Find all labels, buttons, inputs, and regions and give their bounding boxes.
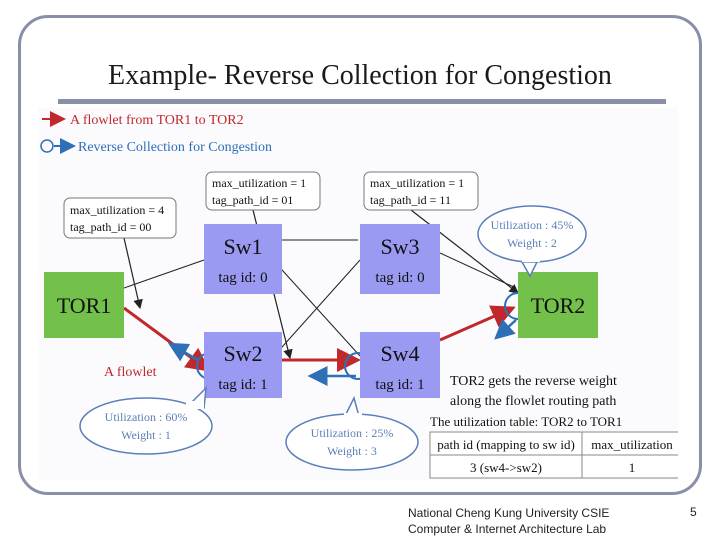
link-sw2-sw3 — [273, 259, 361, 357]
tor1-node — [44, 272, 124, 338]
sw1-info-box: max_utilization = 1 tag_path_id = 01 — [205, 171, 321, 211]
sw4-node: Sw4 tag id: 1 — [360, 332, 440, 398]
table-header-util: max_utilization — [591, 437, 673, 452]
sw4-bubble-line1: Utilization : 25% — [311, 426, 394, 440]
sw4-name: Sw4 — [380, 341, 419, 366]
tor2-node — [518, 272, 598, 338]
flowlet-label: A flowlet — [104, 365, 157, 380]
slide-title: Example- Reverse Collection for Congesti… — [108, 60, 612, 91]
sw3-box-line1: max_utilization = 1 — [370, 176, 464, 190]
sw3-box-line2: tag_path_id = 11 — [370, 193, 451, 207]
sw3-name: Sw3 — [380, 234, 419, 259]
sw2-tag: tag id: 1 — [218, 377, 267, 393]
tor2-bubble-line1: Utilization : 45% — [491, 218, 574, 232]
tor1-label: TOR1 — [57, 293, 112, 318]
tor1-box-line2: tag_path_id = 00 — [70, 220, 151, 234]
page-number: 5 — [690, 505, 697, 519]
note-line1: TOR2 gets the reverse weight — [450, 374, 617, 389]
tor1-box-line1: max_utilization = 4 — [70, 203, 164, 217]
sw2-node: Sw2 tag id: 1 — [204, 332, 282, 398]
footer-line2: Computer & Internet Architecture Lab — [408, 522, 607, 536]
title-underline — [58, 99, 666, 104]
legend-reverse-circle-icon — [40, 139, 54, 153]
pointer-tor1-box — [123, 237, 143, 310]
pointer-sw3-box — [410, 209, 519, 294]
sw2-util-bubble: Utilization : 60% Weight : 1 — [79, 385, 213, 455]
note-line2: along the flowlet routing path — [450, 394, 616, 409]
diagram: A flowlet from TOR1 to TOR2 Reverse Coll… — [38, 108, 683, 488]
utilization-table: path id (mapping to sw id) max_utilizati… — [429, 431, 683, 479]
legend-flowlet-label: A flowlet from TOR1 to TOR2 — [70, 113, 244, 128]
table-cell-util: 1 — [629, 460, 636, 475]
table-caption: The utilization table: TOR2 to TOR1 — [430, 414, 622, 429]
sw3-tag: tag id: 0 — [375, 270, 424, 286]
sw2-name: Sw2 — [223, 341, 262, 366]
sw1-box-line1: max_utilization = 1 — [212, 176, 306, 190]
footer-line1: National Cheng Kung University CSIE — [408, 506, 610, 520]
reverse-tor2 — [494, 318, 517, 340]
table-cell-path: 3 (sw4->sw2) — [470, 460, 542, 475]
flowlet-sw4-tor2 — [439, 305, 516, 342]
tor1-info-box: max_utilization = 4 tag_path_id = 00 — [63, 197, 177, 239]
flowlet-tor1-sw2 — [123, 306, 211, 372]
tor2-label: TOR2 — [531, 293, 586, 318]
link-tor1-sw1 — [123, 259, 205, 289]
sw2-bubble-line2: Weight : 1 — [121, 428, 171, 442]
tor2-bubble-line2: Weight : 2 — [507, 236, 557, 250]
sw4-bubble-line2: Weight : 3 — [327, 444, 377, 458]
tor2-util-bubble: Utilization : 45% Weight : 2 — [477, 205, 587, 278]
sw3-node: Sw3 tag id: 0 — [360, 224, 440, 294]
sw1-node: Sw1 tag id: 0 — [204, 224, 282, 294]
sw1-tag: tag id: 0 — [218, 270, 267, 286]
sw4-tag: tag id: 1 — [375, 377, 424, 393]
sw2-bubble-line1: Utilization : 60% — [105, 410, 188, 424]
sw4-util-bubble: Utilization : 25% Weight : 3 — [285, 395, 419, 471]
legend-reverse-label: Reverse Collection for Congestion — [78, 140, 272, 155]
reverse-sw2-tor1 — [167, 342, 199, 362]
sw1-name: Sw1 — [223, 234, 262, 259]
sw1-box-line2: tag_path_id = 01 — [212, 193, 293, 207]
footer: National Cheng Kung University CSIE Comp… — [408, 505, 609, 537]
sw3-info-box: max_utilization = 1 tag_path_id = 11 — [363, 171, 479, 211]
table-header-path: path id (mapping to sw id) — [437, 437, 575, 452]
